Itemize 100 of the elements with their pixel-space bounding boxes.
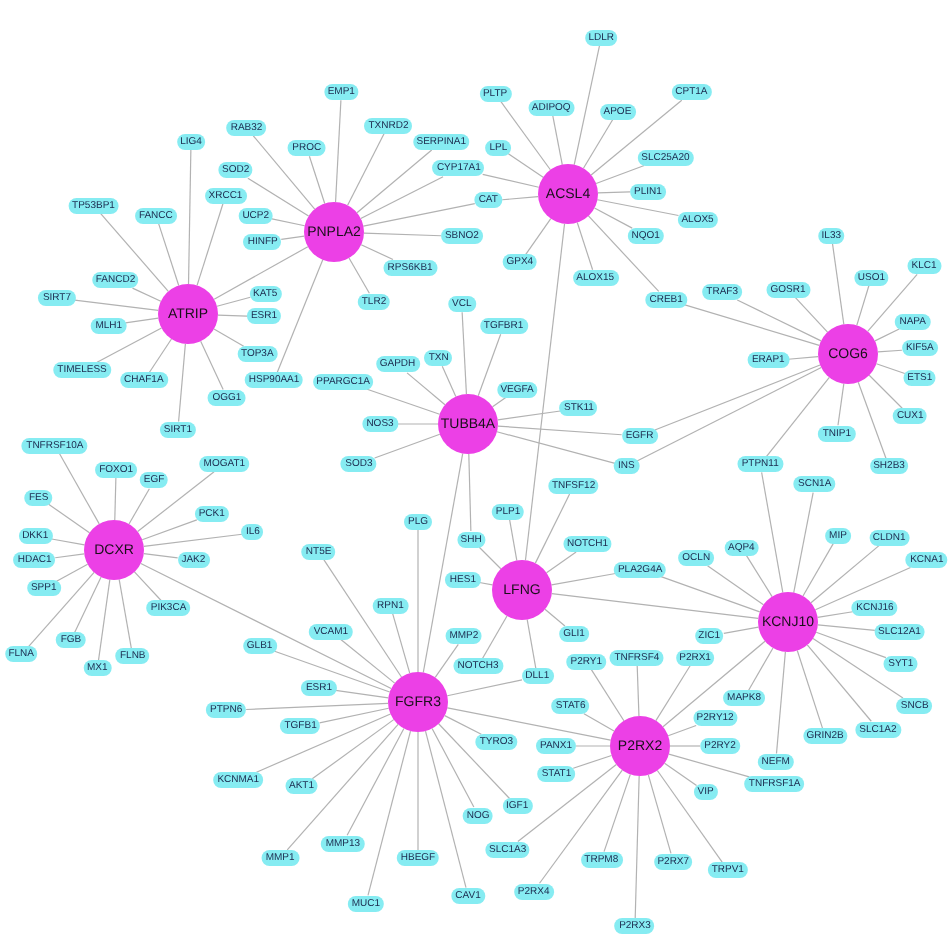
edge-line bbox=[213, 246, 309, 300]
edge-line bbox=[877, 349, 903, 353]
edge-line bbox=[582, 119, 614, 169]
edge-line bbox=[501, 196, 539, 201]
edge-line bbox=[56, 563, 89, 582]
edge-line bbox=[438, 723, 511, 800]
edge-line bbox=[360, 176, 444, 220]
edge-line bbox=[74, 576, 102, 633]
edge-line bbox=[477, 333, 502, 397]
edge-line bbox=[356, 149, 433, 214]
edge-line bbox=[500, 101, 551, 171]
edge-line bbox=[363, 232, 442, 237]
edge-line bbox=[346, 727, 405, 836]
edge-line bbox=[544, 608, 566, 627]
edge-line bbox=[274, 650, 391, 693]
edge-line bbox=[441, 365, 457, 398]
edge-line bbox=[660, 576, 761, 613]
edge-line bbox=[723, 626, 760, 634]
edge-line bbox=[397, 423, 439, 425]
edge-line bbox=[656, 769, 723, 863]
edge-line bbox=[545, 551, 577, 574]
edge-line bbox=[478, 581, 494, 586]
edge-line bbox=[590, 669, 625, 722]
edge-line bbox=[817, 624, 876, 631]
edge-line bbox=[446, 707, 612, 741]
edge-line bbox=[593, 207, 633, 229]
edge-line bbox=[51, 538, 86, 546]
edge-line bbox=[367, 730, 412, 896]
edge-line bbox=[216, 296, 251, 307]
edge-line bbox=[360, 244, 394, 261]
edge-line bbox=[374, 433, 441, 459]
edge-line bbox=[736, 299, 822, 342]
edge-line bbox=[196, 203, 224, 286]
edge-line bbox=[857, 381, 887, 460]
edge-line bbox=[255, 713, 392, 773]
edge-line bbox=[392, 613, 411, 674]
edge-line bbox=[27, 571, 95, 648]
edge-line bbox=[874, 328, 900, 342]
edge-line bbox=[497, 425, 623, 436]
edge-line bbox=[131, 287, 162, 302]
edge-line bbox=[597, 191, 631, 194]
edge-line bbox=[247, 177, 310, 217]
edge-line bbox=[867, 273, 918, 332]
edge-line bbox=[133, 571, 162, 602]
edge-line bbox=[178, 343, 186, 423]
edge-line bbox=[837, 383, 845, 426]
edge-line bbox=[766, 376, 830, 458]
edge-line bbox=[868, 374, 903, 409]
edge-line bbox=[491, 397, 507, 408]
edge-line bbox=[603, 773, 631, 853]
edge-line bbox=[748, 647, 774, 691]
edge-line bbox=[810, 544, 881, 604]
edge-line bbox=[99, 212, 169, 292]
edge-line bbox=[875, 363, 906, 375]
edge-line bbox=[551, 593, 759, 619]
edge-line bbox=[422, 452, 464, 674]
edge-line bbox=[550, 572, 617, 586]
edge-line bbox=[761, 471, 784, 594]
edge-line bbox=[787, 356, 819, 360]
edge-line bbox=[217, 314, 248, 317]
edge-line bbox=[526, 618, 537, 670]
edge-line bbox=[668, 753, 750, 778]
edge-line bbox=[662, 640, 766, 728]
edge-line bbox=[663, 762, 698, 787]
edge-line bbox=[806, 644, 872, 722]
edge-line bbox=[213, 328, 245, 347]
edge-line bbox=[775, 651, 786, 755]
edge-line bbox=[118, 578, 132, 649]
edge-line bbox=[815, 631, 887, 659]
edge-line bbox=[802, 542, 834, 597]
edge-line bbox=[461, 311, 468, 395]
edge-line bbox=[595, 164, 645, 185]
edge-line bbox=[200, 340, 224, 390]
edge-line bbox=[348, 257, 370, 294]
edge-line bbox=[286, 723, 399, 851]
edge-line bbox=[48, 503, 91, 534]
edge-line bbox=[596, 199, 680, 217]
edge-line bbox=[497, 410, 561, 421]
edge-line bbox=[524, 223, 566, 561]
edge-line bbox=[311, 719, 395, 780]
edge-line bbox=[814, 566, 912, 611]
edge-line bbox=[96, 327, 163, 363]
edge-line bbox=[507, 152, 544, 178]
edge-line bbox=[434, 643, 459, 679]
edge-line bbox=[572, 754, 613, 769]
edge-line bbox=[794, 297, 829, 333]
edge-line bbox=[140, 562, 392, 690]
edge-line bbox=[552, 115, 563, 166]
edge-line bbox=[54, 553, 85, 559]
edge-line bbox=[812, 637, 904, 699]
edge-line bbox=[508, 518, 518, 562]
edge-line bbox=[831, 242, 845, 325]
edge-line bbox=[406, 372, 446, 406]
edge-line bbox=[793, 491, 814, 594]
edge-line bbox=[534, 493, 571, 564]
edge-line bbox=[157, 222, 180, 287]
edge-line bbox=[417, 529, 419, 673]
edge-line bbox=[143, 533, 243, 547]
edge-line bbox=[143, 553, 179, 559]
edge-line bbox=[684, 304, 820, 346]
